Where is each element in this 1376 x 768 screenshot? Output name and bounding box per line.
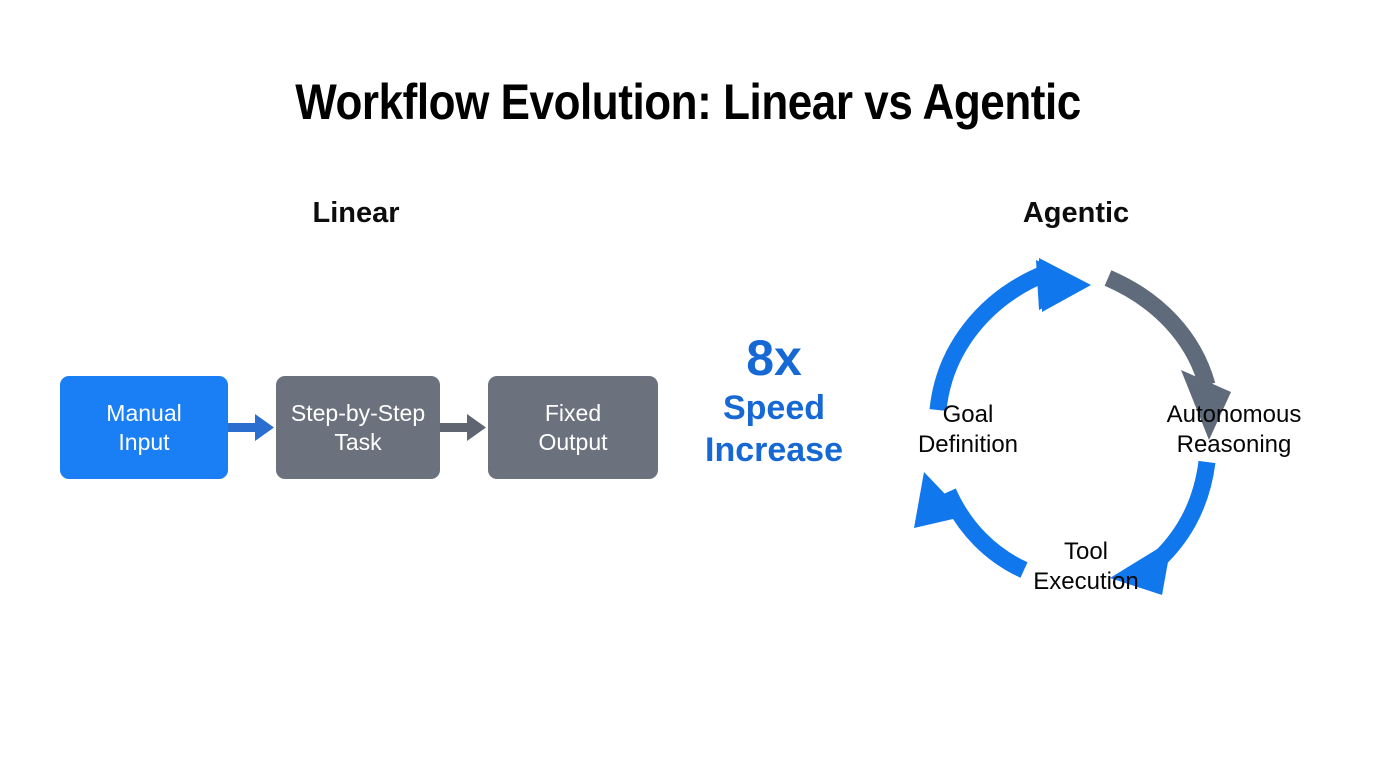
speed-label-line2: Increase — [705, 431, 843, 469]
cycle-label-line1: Tool — [1063, 538, 1109, 565]
arrow-right-gray-icon — [440, 414, 486, 441]
cycle-node-autonomous-reasoning[interactable]: Autonomous Reasoning — [1104, 400, 1364, 460]
flow-box-line1: Manual — [106, 399, 182, 426]
arc-tool-to-goal-icon — [914, 472, 1028, 578]
flow-box-line2: Input — [118, 428, 170, 455]
flow-box-line1: Step-by-Step — [290, 399, 426, 426]
section-heading-agentic: Agentic — [1022, 197, 1130, 229]
arc-goal-to-reasoning-icon — [929, 258, 1091, 412]
flow-box-fixed-output[interactable]: Fixed Output — [488, 376, 658, 479]
cycle-label-line1: Autonomous — [1166, 401, 1302, 428]
arrow-right-blue-icon — [228, 414, 274, 441]
flow-box-manual-input[interactable]: Manual Input — [60, 376, 228, 479]
flow-box-line2: Output — [538, 428, 608, 455]
cycle-label-line2: Reasoning — [1176, 431, 1292, 458]
cycle-label-line1: Goal — [942, 401, 994, 428]
speed-label-line1: Speed — [722, 389, 826, 427]
cycle-node-goal-definition[interactable]: Goal Definition — [858, 400, 1078, 460]
speed-increase-badge: 8x Speed Increase — [676, 330, 872, 470]
linear-workflow-group: Manual Input Step-by-Step Task Fixed Out… — [60, 376, 658, 479]
section-heading-linear: Linear — [312, 197, 400, 229]
cycle-label-line2: Execution — [1033, 568, 1139, 595]
arc-reasoning-descend-icon — [1104, 270, 1231, 440]
arc-reasoning-to-tool-icon — [1110, 460, 1216, 595]
page-title: Workflow Evolution: Linear vs Agentic — [295, 74, 1081, 130]
cycle-node-tool-execution[interactable]: Tool Execution — [976, 537, 1196, 597]
speed-multiplier-value: 8x — [746, 330, 802, 386]
agentic-cycle-group: Goal Definition Autonomous Reasoning Too… — [876, 240, 1301, 640]
cycle-arrows-group — [914, 258, 1231, 595]
flow-box-line2: Task — [334, 428, 382, 455]
cycle-label-line2: Definition — [917, 431, 1019, 458]
flow-box-step-by-step-task[interactable]: Step-by-Step Task — [276, 376, 440, 479]
flow-box-line1: Fixed — [544, 399, 602, 426]
